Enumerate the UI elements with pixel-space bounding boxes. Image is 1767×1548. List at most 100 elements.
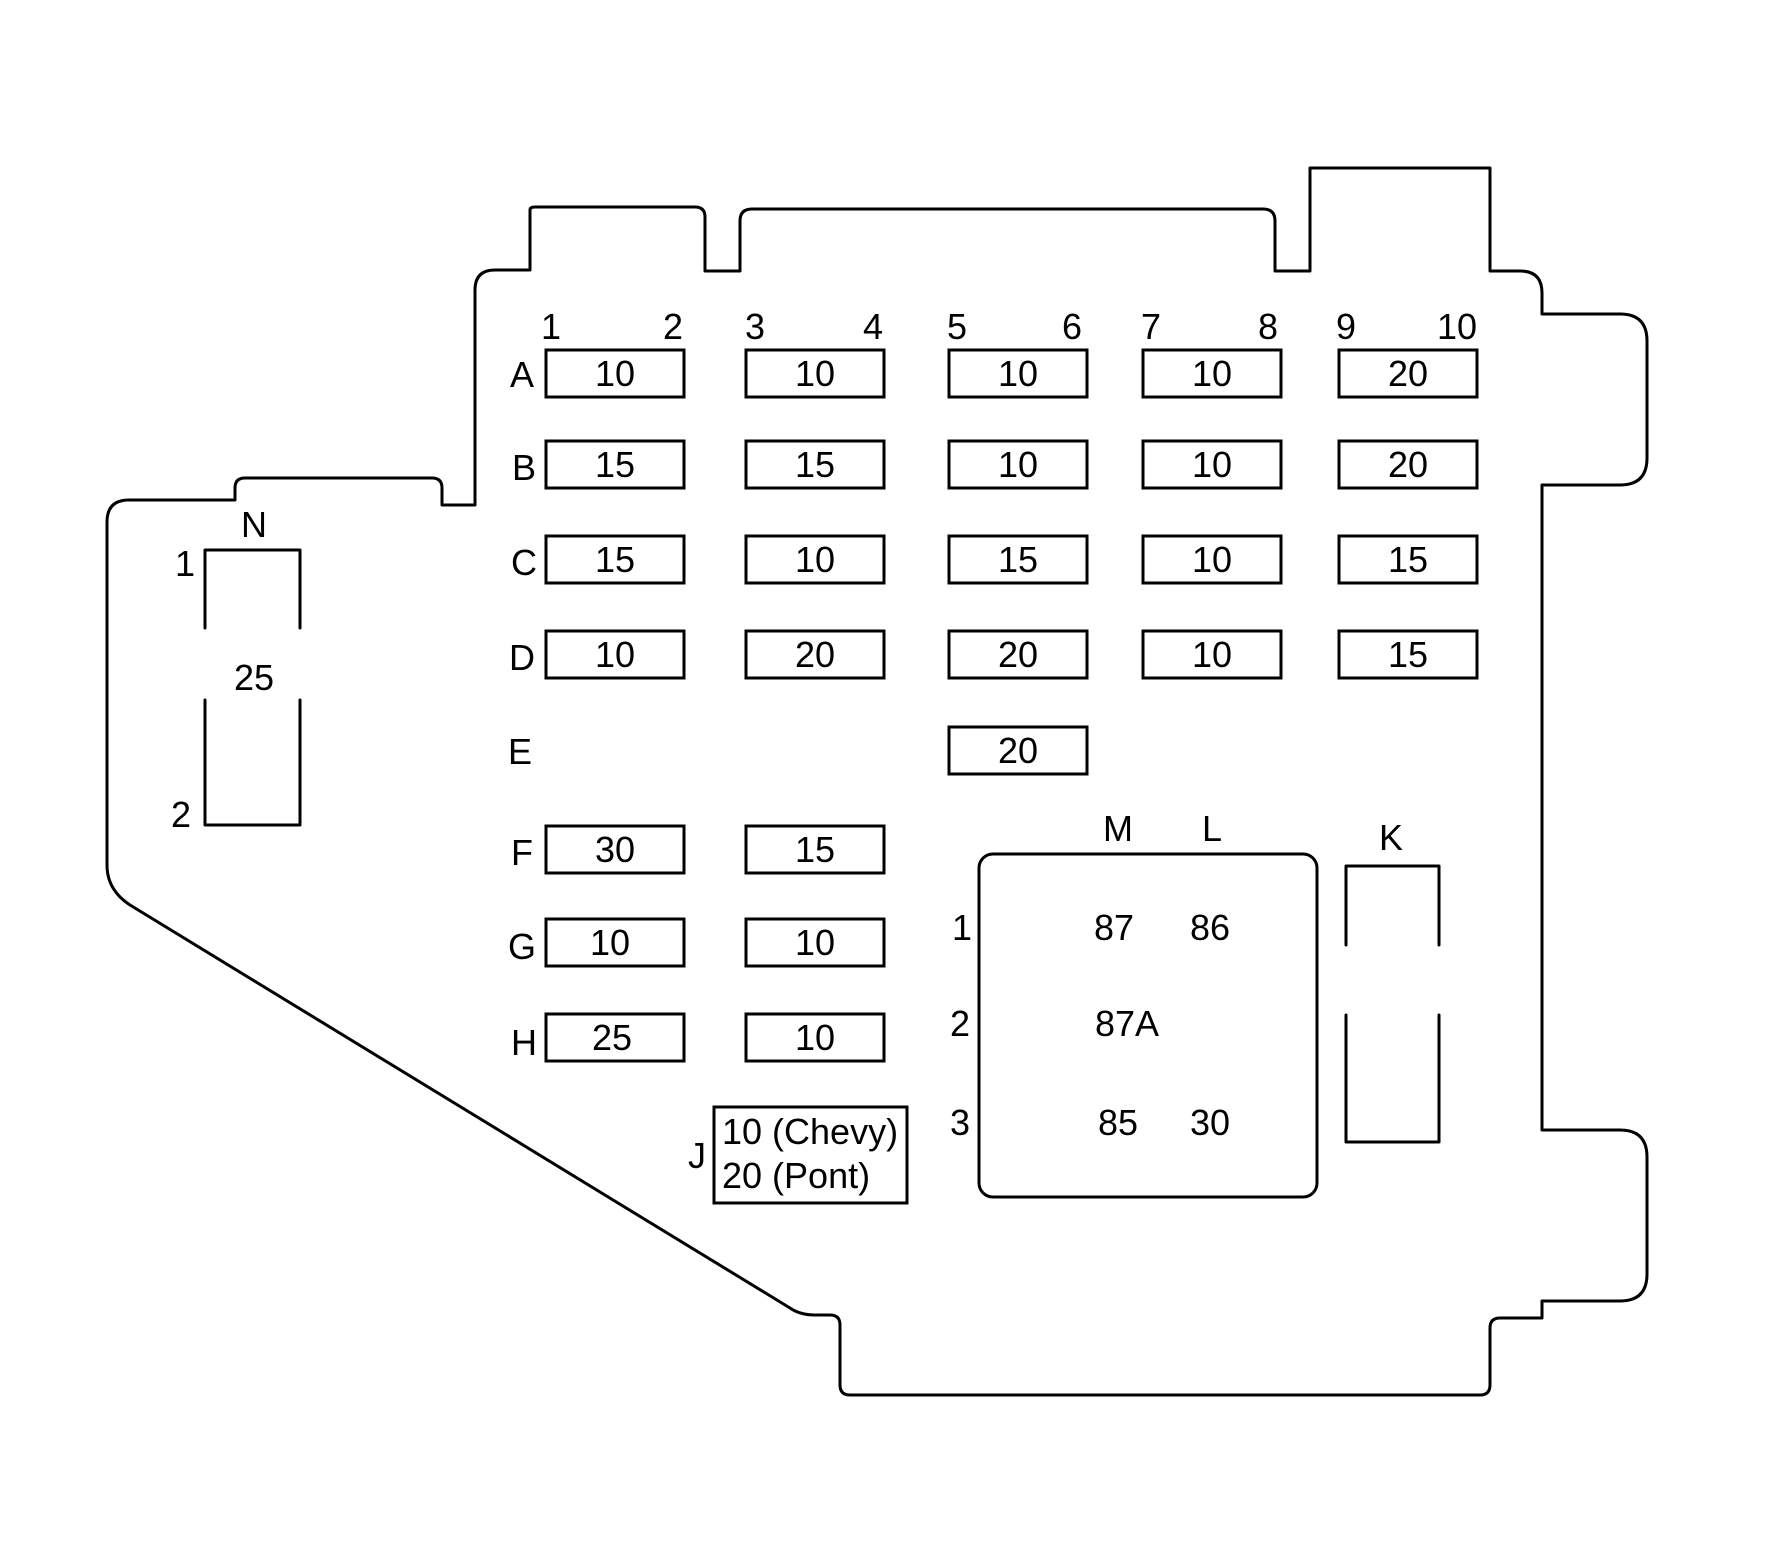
relay-column-label-m: M — [1103, 808, 1133, 849]
fuse-box-j[interactable] — [712, 1105, 909, 1205]
relay-k-body[interactable] — [1344, 864, 1441, 1144]
fuse-value-h1: 25 — [592, 1017, 632, 1058]
fuse-value-d5: 15 — [1388, 634, 1428, 675]
fuse-value-d3: 20 — [998, 634, 1038, 675]
column-number-9: 9 — [1336, 306, 1356, 347]
column-number-5: 5 — [947, 306, 967, 347]
fuse-box-h2[interactable] — [744, 1012, 886, 1063]
fuse-value-e3: 20 — [998, 730, 1038, 771]
column-number-1: 1 — [541, 306, 561, 347]
fuse-value-a3: 10 — [998, 353, 1038, 394]
fuse-n-body[interactable] — [203, 548, 302, 827]
fuse-value-a1: 10 — [595, 353, 635, 394]
fuse-j-label: J — [688, 1135, 706, 1176]
fuse-box-h1[interactable] — [544, 1012, 686, 1063]
relay-row-label-1: 1 — [952, 907, 972, 948]
fuse-j-chevy-value: 10 (Chevy) — [722, 1111, 898, 1152]
relay-ml: M L 1 2 3 87 86 87A 85 30 — [950, 808, 1319, 1199]
column-number-6: 6 — [1062, 306, 1082, 347]
row-label-f: F — [511, 832, 533, 873]
row-label-d: D — [509, 637, 535, 678]
relay-terminal-m2: 87A — [1095, 1003, 1159, 1044]
fuse-value-d2: 20 — [795, 634, 835, 675]
fuse-value-b4: 10 — [1192, 444, 1232, 485]
fuse-value-c5: 15 — [1388, 539, 1428, 580]
fuse-value-b1: 15 — [595, 444, 635, 485]
relay-terminal-l3: 30 — [1190, 1102, 1230, 1143]
fuse-box-c1[interactable] — [544, 534, 686, 585]
fuse-box-c4[interactable] — [1141, 534, 1283, 585]
row-label-h: H — [511, 1022, 537, 1063]
fuse-value-g1: 10 — [590, 922, 630, 963]
fuse-box-g1[interactable] — [544, 917, 686, 968]
relay-column-label-l: L — [1202, 808, 1222, 849]
column-number-10: 10 — [1437, 306, 1477, 347]
fuse-value-b3: 10 — [998, 444, 1038, 485]
fuse-n: N 1 2 25 — [171, 504, 302, 835]
relay-k: K — [1344, 817, 1441, 1144]
fuse-value-a4: 10 — [1192, 353, 1232, 394]
fuse-block-housing — [105, 166, 1649, 1397]
fuse-n-value: 25 — [234, 657, 274, 698]
row-label-b: B — [512, 447, 536, 488]
fuse-box-b5[interactable] — [1337, 439, 1479, 490]
relay-row-label-2: 2 — [950, 1003, 970, 1044]
relay-terminal-m3: 85 — [1098, 1102, 1138, 1143]
column-number-7: 7 — [1141, 306, 1161, 347]
fuse-box-b1[interactable] — [544, 439, 686, 490]
fuse-box-a1[interactable] — [544, 348, 686, 399]
column-number-8: 8 — [1258, 306, 1278, 347]
fuse-j-pont-value: 20 (Pont) — [722, 1155, 870, 1196]
fuse-value-f1: 30 — [595, 829, 635, 870]
fuse-n-label: N — [241, 504, 267, 545]
relay-terminal-m1: 87 — [1094, 907, 1134, 948]
fuse-value-h2: 10 — [795, 1017, 835, 1058]
fuse-value-c3: 15 — [998, 539, 1038, 580]
fuse-value-d4: 10 — [1192, 634, 1232, 675]
fuse-box-b3[interactable] — [947, 439, 1089, 490]
row-label-c: C — [511, 542, 537, 583]
fuse-value-a2: 10 — [795, 353, 835, 394]
row-label-a: A — [510, 354, 534, 395]
fuse-value-d1: 10 — [595, 634, 635, 675]
fuse-value-c4: 10 — [1192, 539, 1232, 580]
fuse-grid: 10 10 10 10 20 15 15 10 10 20 15 10 15 1… — [544, 348, 1479, 1063]
fuse-box-a5[interactable] — [1337, 348, 1479, 399]
fuse-box-d1[interactable] — [544, 629, 686, 680]
fuse-box-d3[interactable] — [947, 629, 1089, 680]
relay-ml-body[interactable] — [977, 852, 1319, 1199]
fuse-value-a5: 20 — [1388, 353, 1428, 394]
row-label-e: E — [508, 731, 532, 772]
fuse-value-b2: 15 — [795, 444, 835, 485]
fuse-value-b5: 20 — [1388, 444, 1428, 485]
fuse-box-c5[interactable] — [1337, 534, 1479, 585]
fuse-value-f2: 15 — [795, 829, 835, 870]
fuse-n-pin-2: 2 — [171, 794, 191, 835]
fuse-box-a4[interactable] — [1141, 348, 1283, 399]
fuse-box-c3[interactable] — [947, 534, 1089, 585]
fuse-value-g2: 10 — [795, 922, 835, 963]
fuse-value-c1: 15 — [595, 539, 635, 580]
column-number-4: 4 — [863, 306, 883, 347]
fuse-box-d2[interactable] — [744, 629, 886, 680]
relay-terminal-l1: 86 — [1190, 907, 1230, 948]
fuse-box-c2[interactable] — [744, 534, 886, 585]
fuse-box-d5[interactable] — [1337, 629, 1479, 680]
fuse-box-b4[interactable] — [1141, 439, 1283, 490]
fuse-box-a3[interactable] — [947, 348, 1089, 399]
relay-row-label-3: 3 — [950, 1102, 970, 1143]
row-label-g: G — [508, 926, 536, 967]
fuse-n-pin-1: 1 — [175, 543, 195, 584]
column-number-3: 3 — [745, 306, 765, 347]
column-number-2: 2 — [663, 306, 683, 347]
relay-k-label: K — [1379, 817, 1403, 858]
fuse-box-f2[interactable] — [744, 824, 886, 875]
fuse-box-g2[interactable] — [744, 917, 886, 968]
fuse-box-e3[interactable] — [947, 725, 1089, 776]
fuse-box-a2[interactable] — [744, 348, 886, 399]
fuse-box-f1[interactable] — [544, 824, 686, 875]
fuse-value-c2: 10 — [795, 539, 835, 580]
fuse-box-d4[interactable] — [1141, 629, 1283, 680]
fuse-box-b2[interactable] — [744, 439, 886, 490]
